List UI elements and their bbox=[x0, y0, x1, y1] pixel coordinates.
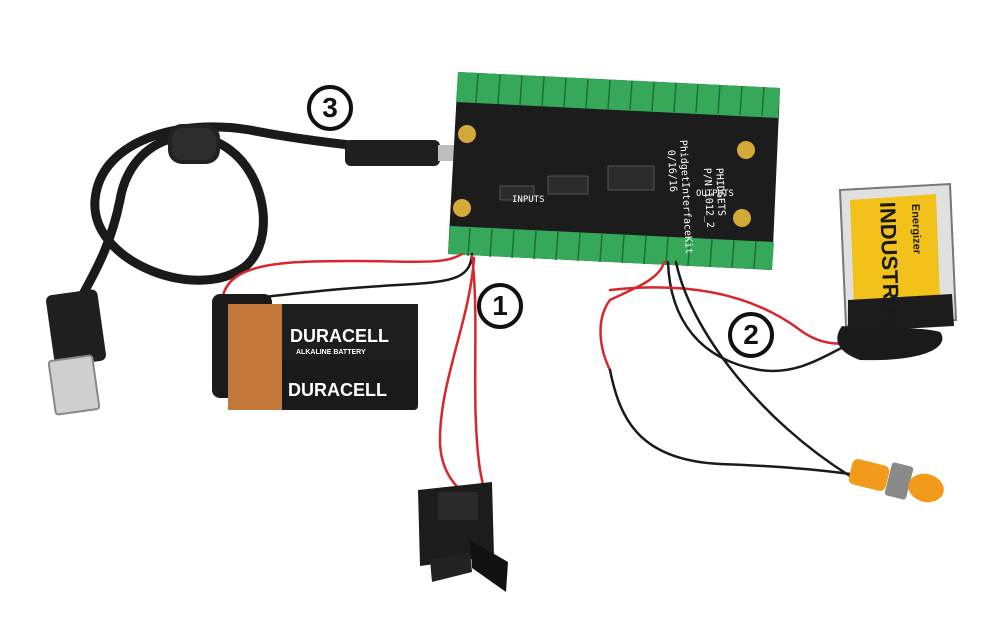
ferrite-bead bbox=[168, 124, 220, 164]
callout-3: 3 bbox=[307, 85, 353, 131]
rocker-switch bbox=[418, 482, 508, 592]
energizer-maker: Energizer bbox=[909, 204, 923, 255]
duracell-brand-bottom: DURACELL bbox=[288, 380, 387, 400]
duracell-brand-top: DURACELL bbox=[290, 326, 389, 346]
amber-indicator-led bbox=[848, 459, 944, 503]
usb-cable bbox=[75, 122, 445, 305]
duracell-battery: DURACELL ALKALINE BATTERY DURACELL bbox=[212, 294, 418, 410]
wires bbox=[220, 252, 854, 494]
outputs-label: OUTPUTS bbox=[696, 189, 734, 199]
board-model: 0/16/16 bbox=[665, 150, 678, 193]
mini-usb-plug bbox=[345, 140, 464, 166]
energizer-battery: INDUSTRIAL Energizer bbox=[837, 182, 958, 361]
interface-kit-board: PHIDGETS P/N 1012_2 PhidgetInterfaceKit … bbox=[448, 72, 780, 270]
inputs-label: INPUTS bbox=[512, 195, 545, 205]
duracell-subtitle: ALKALINE BATTERY bbox=[296, 349, 366, 356]
callout-2: 2 bbox=[728, 312, 774, 358]
callout-1: 1 bbox=[477, 283, 523, 329]
usb-a-plug bbox=[46, 289, 106, 416]
board-brand: PHIDGETS bbox=[713, 168, 727, 217]
energizer-brand: INDUSTRIAL bbox=[875, 201, 905, 335]
board-part: P/N 1012_2 bbox=[701, 168, 715, 229]
